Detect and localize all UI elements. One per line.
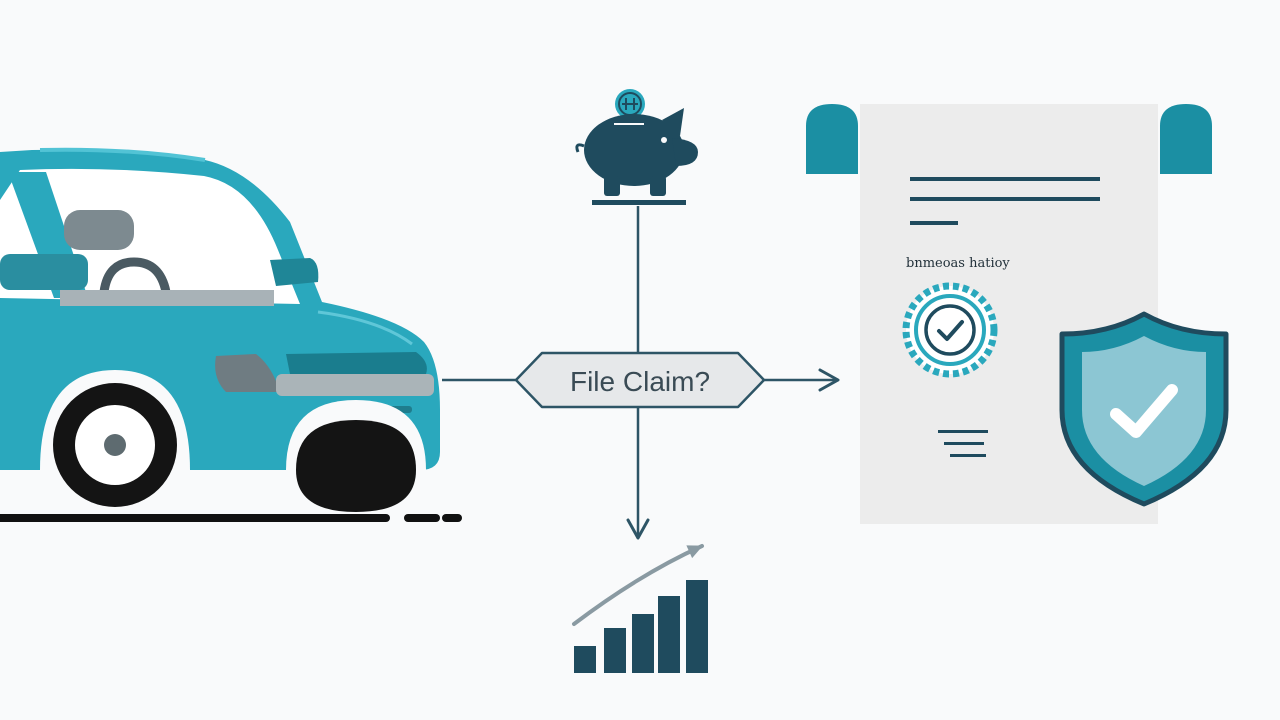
- connectors: [442, 206, 840, 540]
- car-icon: [0, 147, 462, 522]
- seal-inner: [924, 304, 976, 356]
- document-text-line: [910, 221, 958, 225]
- car-mirror: [270, 258, 319, 286]
- car-hood-line: [317, 310, 413, 346]
- piggy-tail: [575, 143, 585, 153]
- seal-ring: [914, 294, 986, 366]
- car-headlight: [286, 352, 427, 374]
- rising-bar-chart-icon: [572, 544, 708, 673]
- car-grille: [215, 354, 280, 392]
- car-seat: [0, 254, 88, 290]
- certified-seal-icon: [902, 282, 998, 378]
- shield-check-mark: [1110, 384, 1178, 438]
- piggy-body: [584, 114, 684, 186]
- piggy-leg: [604, 176, 620, 196]
- policy-heading: bnmeoas hatioy: [906, 256, 1010, 271]
- growth-bar: [658, 596, 680, 673]
- car-headrest: [64, 210, 134, 250]
- piggy-base: [592, 200, 686, 205]
- document-scroll-left: [806, 104, 858, 174]
- growth-trend-arrow: [572, 544, 704, 626]
- document-footer-line: [950, 454, 986, 457]
- growth-bar: [686, 580, 708, 673]
- shield-check-icon: [1059, 311, 1229, 507]
- car-rear-wheel-hub: [104, 434, 126, 456]
- car-roof-edge: [39, 147, 206, 162]
- growth-bar: [632, 614, 654, 673]
- growth-bar: [604, 628, 626, 673]
- document-scroll-right: [1160, 104, 1212, 174]
- decision-shape: [514, 351, 766, 409]
- document-footer-line: [944, 442, 984, 445]
- piggy-ear: [662, 108, 684, 136]
- car-bumper-strip: [276, 374, 434, 396]
- car-front-wheel: [296, 420, 416, 512]
- shield-inner: [1082, 336, 1206, 486]
- piggy-snout: [672, 138, 698, 166]
- coin-mark: [622, 98, 638, 110]
- growth-bar: [574, 646, 596, 673]
- piggy-eye: [661, 137, 667, 143]
- car-steering-wheel: [99, 257, 171, 294]
- document-footer-line: [938, 430, 988, 433]
- decision-node: File Claim?: [514, 351, 766, 409]
- seal-check-icon: [937, 320, 964, 341]
- document-text-line: [910, 177, 1100, 181]
- car-dashboard: [60, 290, 274, 306]
- piggy-bank-icon: [575, 89, 698, 205]
- document-text-line: [910, 197, 1100, 201]
- decision-label: File Claim?: [570, 366, 710, 397]
- piggy-leg: [650, 176, 666, 196]
